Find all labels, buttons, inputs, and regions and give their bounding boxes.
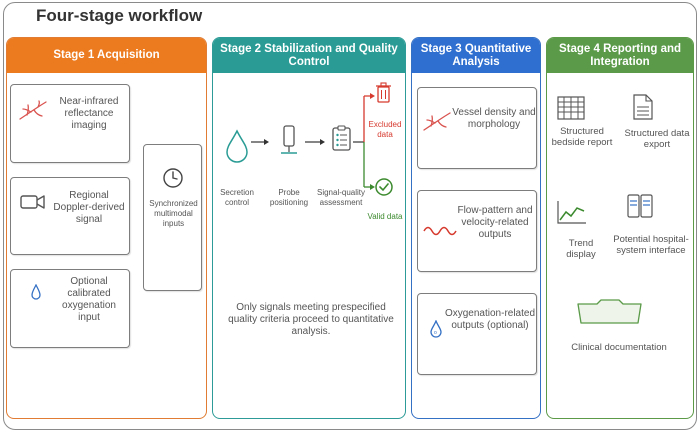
svg-text:o: o (434, 330, 437, 336)
vessel-density-card: Vessel density and morphology (417, 87, 537, 169)
droplet-icon (31, 284, 41, 300)
oxygenation-output-card: o Oxygenation-related outputs (optional) (417, 293, 537, 375)
qc-flow-graphics (226, 82, 393, 196)
droplet-icon: o (430, 320, 442, 338)
camera-icon (20, 195, 45, 209)
stage-3-heading: Stage 3 Quantitative Analysis (412, 38, 540, 73)
hospital-interface-label: Potential hospital-system interface (613, 234, 689, 256)
stage-1-heading: Stage 1 Acquisition (7, 38, 206, 73)
probe-positioning-label: Probe positioning (269, 188, 309, 207)
signal-quality-label: Signal-quality assessment (316, 188, 366, 207)
trend-chart-icon (557, 201, 586, 224)
excluded-data-label: Excluded data (368, 120, 402, 139)
valid-data-label: Valid data (367, 212, 403, 221)
sync-inputs-card: Synchronized multimodal inputs (143, 144, 202, 291)
server-icon (627, 194, 653, 218)
bedside-report-label: Structured bedside report (551, 126, 613, 148)
vessel-density-label: Vessel density and morphology (452, 107, 536, 130)
sync-inputs-label: Synchronized multimodal inputs (149, 199, 198, 228)
stage-4-panel: Stage 4 Reporting and Integration Struct… (546, 37, 694, 419)
secretion-control-label: Secretion control (220, 188, 254, 207)
stage-2-panel: Stage 2 Stabilization and Quality Contro… (212, 37, 406, 419)
document-icon (633, 94, 653, 120)
clinical-documentation-label: Clinical documentation (571, 342, 667, 353)
vessel-icon (19, 100, 47, 120)
wave-icon (423, 226, 457, 236)
vessel-icon (423, 112, 451, 131)
quality-note: Only signals meeting prespecified qualit… (228, 302, 394, 337)
stage-3-panel: Stage 3 Quantitative Analysis Vessel den… (411, 37, 541, 419)
folder-icon (577, 299, 642, 324)
flow-pattern-label: Flow-pattern and velocity-related output… (457, 205, 533, 240)
doppler-card: Regional Doppler-derived signal (10, 177, 130, 255)
trend-display-label: Trend display (566, 238, 596, 260)
data-export-label: Structured data export (624, 128, 690, 150)
oxygenation-input-label: Optional calibrated oxygenation input (62, 276, 116, 323)
doppler-label: Regional Doppler-derived signal (53, 190, 125, 225)
stage-4-heading: Stage 4 Reporting and Integration (547, 38, 693, 73)
oxygenation-input-card: Optional calibrated oxygenation input (10, 269, 130, 348)
stage-1-panel: Stage 1 Acquisition Near-infrared reflec… (6, 37, 207, 419)
clock-icon (163, 168, 183, 188)
nir-imaging-label: Near-infrared reflectance imaging (59, 96, 119, 131)
diagram-title: Four-stage workflow (36, 6, 203, 25)
flow-pattern-card: Flow-pattern and velocity-related output… (417, 190, 537, 272)
nir-imaging-card: Near-infrared reflectance imaging (10, 84, 130, 163)
table-report-icon (557, 96, 585, 120)
stage-2-heading: Stage 2 Stabilization and Quality Contro… (213, 38, 405, 73)
oxygenation-output-label: Oxygenation-related outputs (optional) (444, 308, 536, 331)
